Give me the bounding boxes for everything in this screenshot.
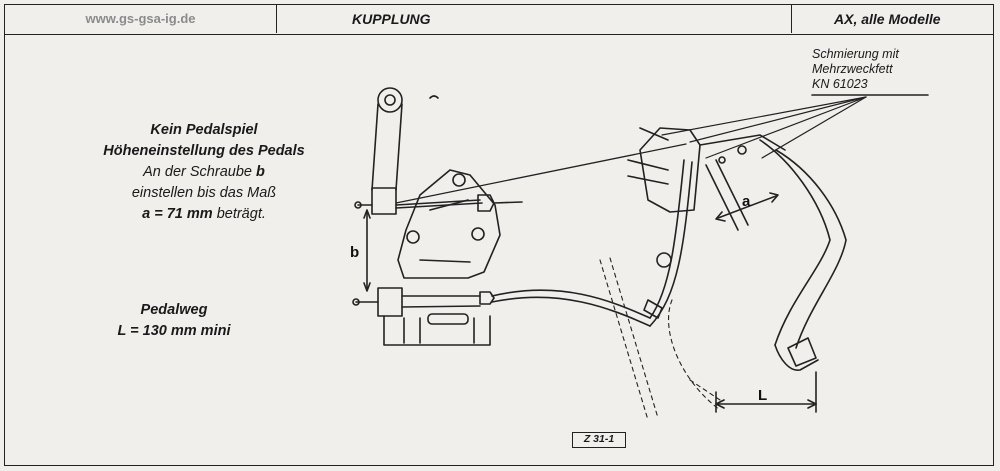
- instruction-line-1: Kein Pedalspiel: [150, 122, 258, 138]
- header-title-cell: KUPPLUNG: [277, 5, 791, 33]
- clutch-cable: [643, 159, 693, 327]
- header-website-cell: www.gs-gsa-ig.de: [5, 5, 277, 33]
- header-model-cell: AX, alle Modelle: [791, 5, 993, 33]
- instruction-line-3-screw: b: [256, 164, 265, 180]
- website-url: www.gs-gsa-ig.de: [85, 11, 196, 26]
- label-b: b: [350, 244, 359, 261]
- section-title: KUPPLUNG: [352, 11, 431, 27]
- grease-leader-lines: [661, 96, 867, 159]
- instruction-line-5: a = 71 mm beträgt.: [44, 204, 364, 225]
- dimension-b: [363, 209, 371, 292]
- lubrication-line-1: Schmierung mit: [812, 47, 899, 61]
- pedal-travel-heading: Pedalweg: [140, 302, 208, 318]
- label-l: L: [758, 387, 767, 404]
- label-a: a: [742, 193, 751, 210]
- lubrication-note: Schmierung mit Mehrzweckfett KN 61023: [812, 47, 899, 92]
- dimension-l: [715, 371, 817, 413]
- adjusting-screw-b: [354, 187, 523, 215]
- page-frame: www.gs-gsa-ig.de KUPPLUNG AX, alle Model…: [4, 4, 994, 466]
- instruction-line-4: einstellen bis das Maß: [131, 185, 277, 201]
- instruction-line-5-dimension: a = 71 mm: [142, 206, 213, 222]
- pedal-travel-value: L = 130 mm mini: [117, 323, 231, 339]
- adjustment-instructions: Kein Pedalspiel Höheneinstellung des Ped…: [44, 120, 364, 225]
- upper-lever: [371, 87, 439, 191]
- pedal-arm: [759, 139, 847, 371]
- instruction-line-3: An der Schraube b: [44, 162, 364, 183]
- instruction-line-2: Höheneinstellung des Pedals: [103, 143, 305, 159]
- pedal-travel-block: Pedalweg L = 130 mm mini: [14, 300, 334, 342]
- floor-panel-outline: [599, 257, 721, 421]
- measurement-line: [395, 143, 687, 204]
- page-header: www.gs-gsa-ig.de KUPPLUNG AX, alle Model…: [5, 5, 993, 35]
- instruction-line-5-text: beträgt.: [212, 206, 266, 222]
- lubrication-line-3: KN 61023: [812, 77, 868, 91]
- dimension-a: [715, 192, 779, 222]
- instruction-line-3-text: An der Schraube: [143, 164, 256, 180]
- lower-cable-adjuster: [352, 287, 651, 346]
- figure-reference: Z 31-1: [572, 432, 626, 448]
- pedal-pivot: [627, 127, 786, 231]
- mounting-bracket: [397, 169, 501, 279]
- lubrication-line-2: Mehrzweckfett: [812, 62, 893, 76]
- model-range: AX, alle Modelle: [834, 11, 941, 27]
